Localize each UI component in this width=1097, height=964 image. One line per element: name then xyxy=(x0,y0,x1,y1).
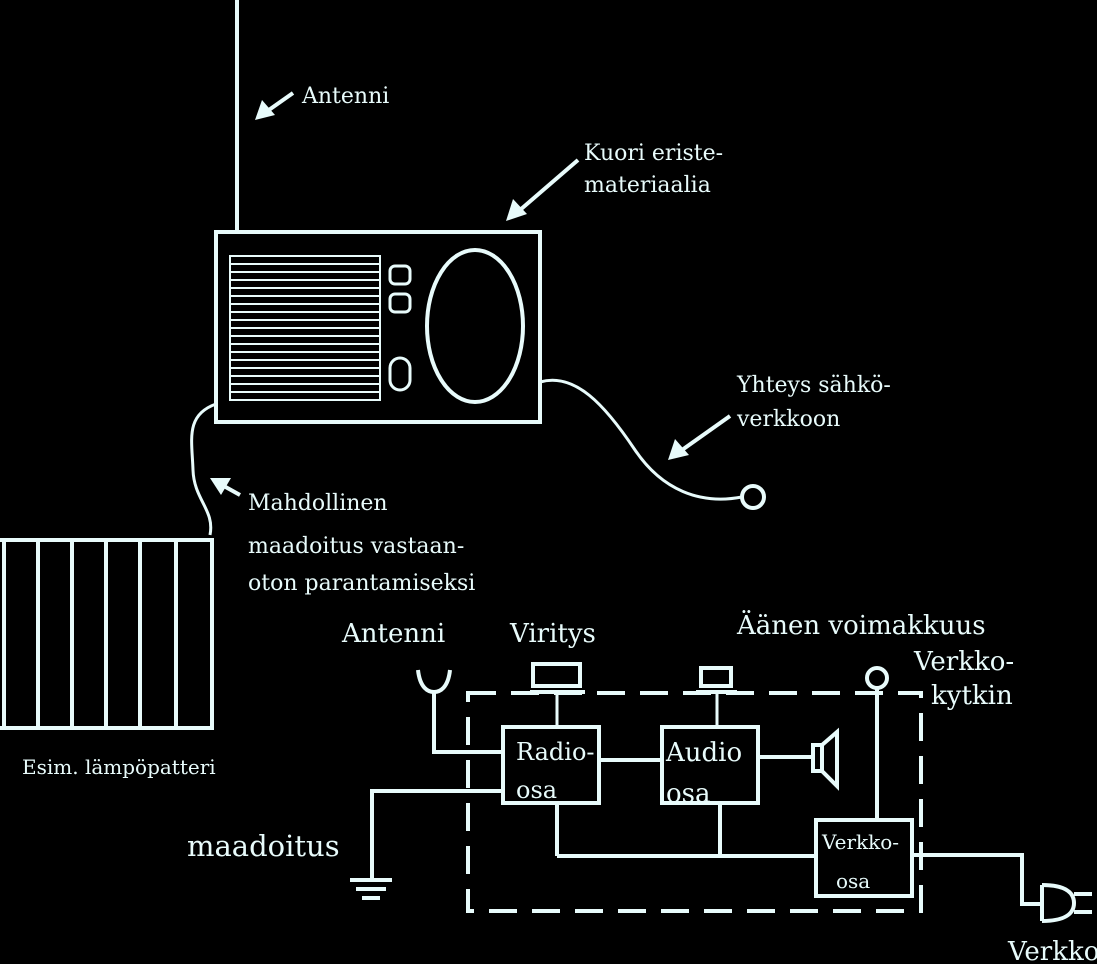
mains-arrow xyxy=(668,414,732,460)
antenna-symbol xyxy=(416,669,503,754)
switch-label-line2: kytkin xyxy=(931,681,1013,711)
speaker-symbol xyxy=(758,727,839,791)
mains-label: Verkko xyxy=(1007,937,1097,964)
power-block-line1: Verkko- xyxy=(821,830,899,854)
block-antenna-label: Antenni xyxy=(341,619,445,649)
radio-case xyxy=(214,230,542,424)
speaker-grille xyxy=(229,255,381,401)
volume-label: Äänen voimakkuus xyxy=(736,610,986,641)
mains-label-line1: Yhteys sähkö- xyxy=(736,373,891,398)
signal-wires xyxy=(555,758,816,858)
audio-block-line1: Audio xyxy=(665,738,742,768)
mains-plug xyxy=(912,853,1092,923)
ground-connection xyxy=(350,789,503,900)
ground-label-line3: oton parantamiseksi xyxy=(248,571,475,596)
radio-block-line2: osa xyxy=(516,776,557,804)
block-ground-label: maadoitus xyxy=(187,829,340,863)
tuning-knob xyxy=(530,662,585,727)
tuning-label: Viritys xyxy=(509,619,596,649)
mains-cord xyxy=(539,378,766,510)
radio-buttons xyxy=(388,264,412,392)
case-arrow xyxy=(506,158,580,221)
antenna-arrow xyxy=(255,91,295,120)
speaker-oval xyxy=(425,248,525,404)
audio-block-line2: osa xyxy=(666,779,711,809)
switch-label-line1: Verkko- xyxy=(913,647,1014,677)
audio-block xyxy=(660,725,760,805)
radio-block xyxy=(501,725,601,805)
power-switch xyxy=(865,666,889,820)
case-label-line2: materiaalia xyxy=(584,173,711,198)
radiator xyxy=(0,538,214,730)
volume-knob xyxy=(696,666,737,727)
enclosure-boundary xyxy=(466,691,923,913)
ground-label-line1: Mahdollinen xyxy=(248,491,388,516)
mains-label-line2: verkkoon xyxy=(736,407,840,432)
ground-wire xyxy=(190,402,217,536)
case-label-line1: Kuori eriste- xyxy=(584,141,723,166)
radio-block-line1: Radio- xyxy=(516,738,595,766)
ground-arrow xyxy=(210,478,241,497)
antenna-label: Antenni xyxy=(301,84,389,109)
power-block-line2: osa xyxy=(836,869,870,893)
ground-label-line2: maadoitus vastaan- xyxy=(248,534,464,559)
radiator-label: Esim. lämpöpatteri xyxy=(22,755,216,779)
